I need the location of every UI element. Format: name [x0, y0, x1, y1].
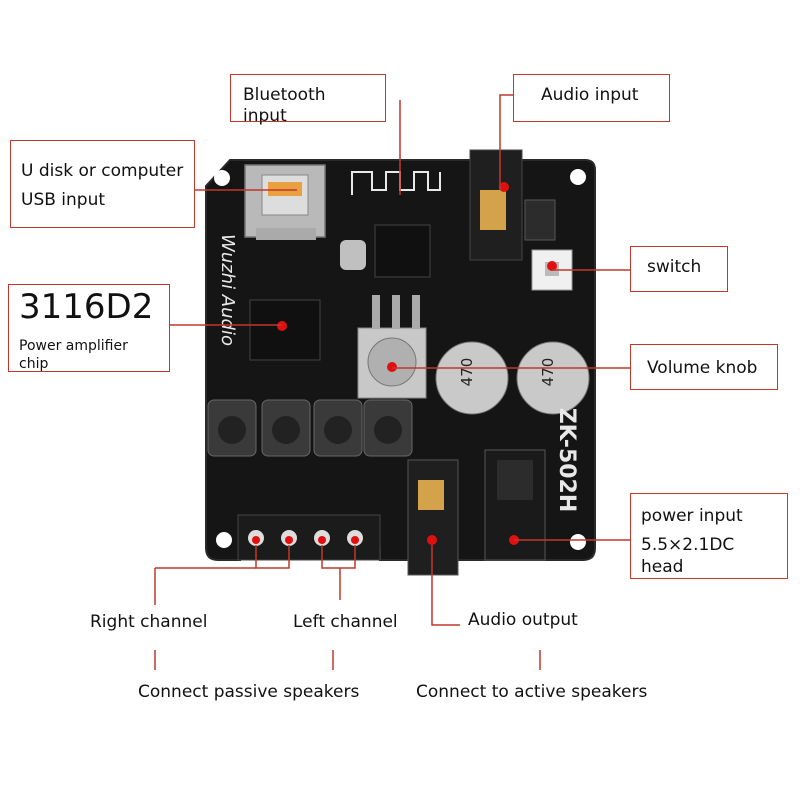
- label-passive-speakers: Connect passive speakers: [138, 682, 360, 702]
- label-right-channel: Right channel: [90, 612, 208, 632]
- callout-usb: U disk or computer USB input: [10, 140, 195, 228]
- cap-left-text-1: 470: [458, 358, 476, 387]
- volume-knob: [357, 295, 427, 399]
- label-bluetooth: Bluetooth input: [243, 85, 326, 127]
- label-usb-2: USB input: [21, 190, 106, 211]
- callout-chip: 3116D2 Power amplifier chip: [8, 284, 170, 372]
- callout-volume: Volume knob: [630, 344, 778, 390]
- capacitor-right: 470: [516, 341, 590, 415]
- label-left-channel: Left channel: [293, 612, 398, 632]
- label-active-speakers: Connect to active speakers: [416, 682, 648, 702]
- board-brand: Wuzhi Audio: [217, 234, 238, 346]
- crystal: [340, 240, 366, 270]
- label-power-1: power input: [641, 506, 743, 526]
- cap-right-text-1: 470: [539, 358, 557, 387]
- callout-audio-input: Audio input: [513, 74, 670, 122]
- audio-output-jack: [407, 459, 459, 576]
- label-usb-1: U disk or computer: [21, 161, 184, 181]
- label-chip-sub: Power amplifier chip: [19, 338, 128, 372]
- callout-switch: switch: [630, 246, 728, 292]
- dc-power-jack: [484, 449, 546, 561]
- capacitor-left: 470: [435, 341, 509, 415]
- inductors: [207, 399, 413, 457]
- label-chip-title: 3116D2: [19, 287, 154, 327]
- label-audio-input: Audio input: [541, 85, 639, 105]
- leader-lines: [154, 94, 630, 670]
- speaker-terminals: [237, 514, 381, 561]
- callout-power: power input 5.5×2.1DC head: [630, 493, 788, 579]
- bluetooth-chip: [374, 224, 431, 278]
- usb-port: [244, 164, 326, 240]
- label-switch: switch: [647, 257, 702, 277]
- label-power-2: 5.5×2.1DC head: [641, 535, 735, 577]
- label-audio-output: Audio output: [468, 610, 578, 630]
- board-model: ZK-502H: [554, 408, 579, 513]
- label-volume: Volume knob: [647, 358, 758, 378]
- audio-input-jack: [469, 149, 523, 261]
- callout-bluetooth: Bluetooth input: [230, 74, 386, 126]
